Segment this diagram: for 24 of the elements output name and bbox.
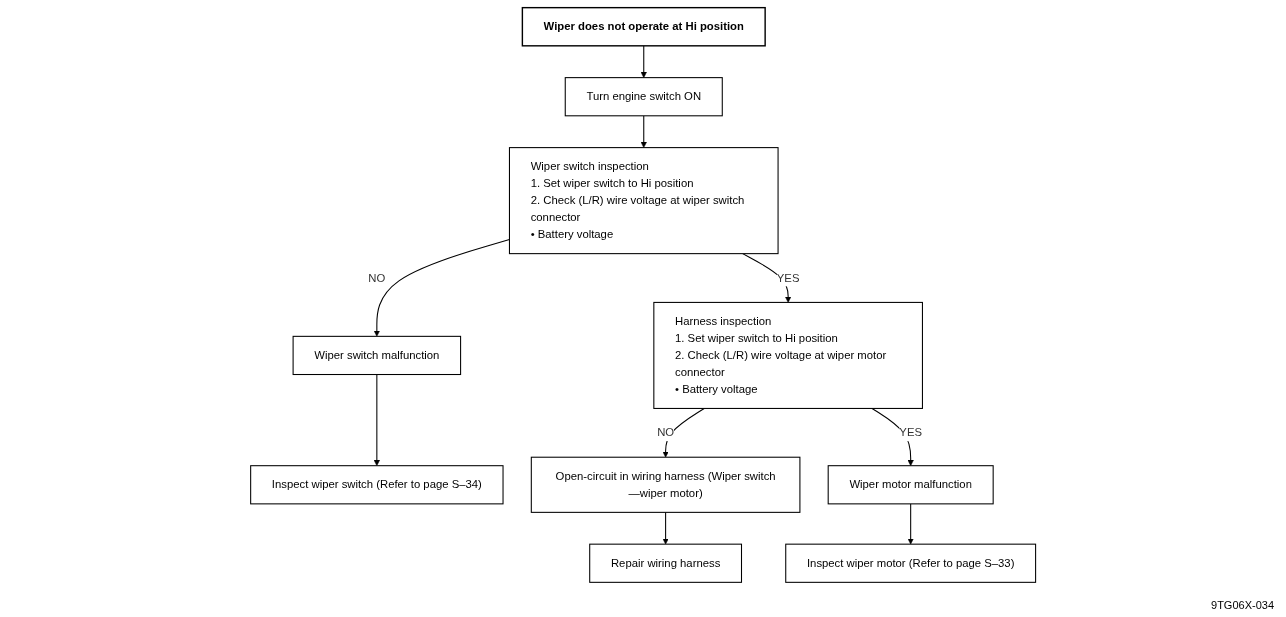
node-box: Wiper switch inspection 1. Set wiper switch to Hi position 2. Check (L/R) wire voltage at wiper switch connector • Battery voltage	[508, 147, 779, 255]
node-box: Harness inspection 1. Set wiper switch to Hi position 2. Check (L/R) wire voltage at wiper motor connector • Battery voltage	[653, 301, 923, 409]
edge-label: YES	[899, 426, 922, 439]
node-box: Wiper does not operate at Hi position	[521, 6, 766, 47]
arrow	[871, 407, 914, 466]
node-box: Open-circuit in wiring harness (Wiper switch—wiper motor)	[530, 456, 801, 513]
node-box: Inspect wiper switch (Refer to page S–34)	[250, 465, 504, 505]
figure-code: 9TG06X-034	[1211, 599, 1274, 611]
arrow	[373, 239, 510, 337]
node-box: Wiper motor malfunction	[827, 465, 994, 505]
edge-label: NO	[368, 271, 386, 284]
arrow	[640, 115, 647, 148]
edge-label: YES	[776, 271, 800, 284]
arrow	[640, 45, 647, 78]
arrow	[907, 503, 914, 545]
arrow	[662, 407, 705, 458]
node-box: Repair wiring harness	[589, 543, 742, 583]
node-box: Inspect wiper motor (Refer to page S–33)	[785, 543, 1036, 583]
arrow	[662, 511, 669, 545]
node-box: Wiper switch malfunction	[292, 335, 461, 376]
arrow	[742, 253, 792, 303]
node-box: Turn engine switch ON	[564, 77, 723, 117]
edge-label: NO	[656, 426, 674, 439]
arrow	[373, 374, 380, 466]
